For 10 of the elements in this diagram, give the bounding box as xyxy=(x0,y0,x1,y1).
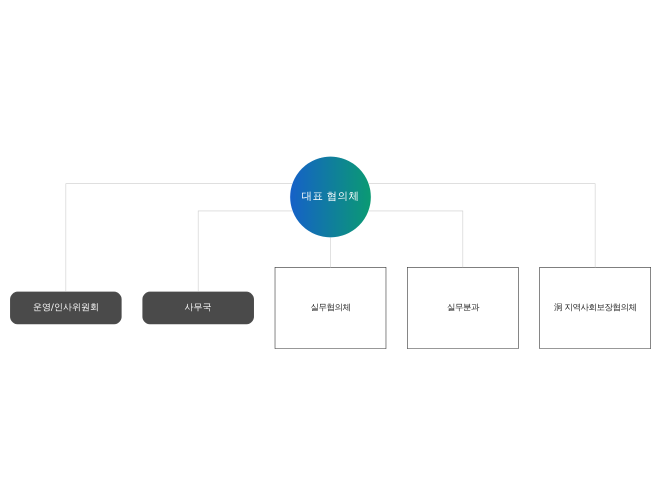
node-box: 실무분과 xyxy=(407,266,519,348)
connector xyxy=(368,210,464,267)
node-box: 실무협의체 xyxy=(274,266,386,348)
connector xyxy=(198,210,293,292)
node-box: 운영/인사위원회 xyxy=(10,291,122,324)
node-box: 사무국 xyxy=(142,291,254,324)
connector xyxy=(368,182,596,268)
connector xyxy=(66,182,292,292)
node-circle: 대표 협의체 xyxy=(290,156,372,238)
node-box: 洞 지역사회보장협의체 xyxy=(539,266,651,348)
